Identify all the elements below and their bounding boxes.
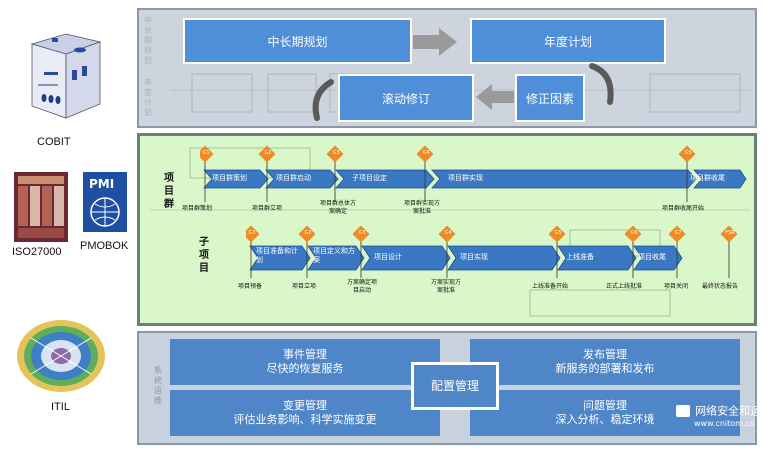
subproject-milestone-8: 最终状态报告 bbox=[702, 283, 739, 290]
subproject-milestone-3: 方案确定项目启动 bbox=[346, 279, 377, 294]
program-gate-label-3: G3 bbox=[332, 150, 340, 156]
release-desc: 新服务的部署和发布 bbox=[555, 362, 655, 375]
program-milestone-1: 项目群策划 bbox=[182, 205, 213, 212]
program-stage-label-5: 项目群收尾 bbox=[690, 174, 725, 182]
program-stage-label-4: 项目群实现 bbox=[448, 174, 483, 182]
subproject-stage-5 bbox=[557, 245, 637, 271]
watermark-logo-icon bbox=[676, 404, 690, 417]
program-stage-label-1: 项目群策划 bbox=[212, 174, 247, 182]
subproject-chevron-row bbox=[246, 226, 738, 278]
configuration-management-box: 配置管理 bbox=[411, 362, 499, 410]
subproject-gate-fsr bbox=[720, 226, 738, 243]
pmbok-label: PMOBOK bbox=[80, 240, 129, 252]
program-gate-label-1: G1 bbox=[202, 150, 210, 156]
program-chevron-row bbox=[200, 145, 747, 202]
right-arrow-icon bbox=[413, 28, 457, 56]
subproject-milestone-4: 方案实现方案批准 bbox=[430, 279, 461, 294]
program-gate-label-4: G4 bbox=[422, 150, 430, 156]
program-stage-5 bbox=[693, 169, 747, 189]
subproject-gate-label-3: G3 bbox=[358, 230, 366, 236]
watermark-url: www.cnitom.co bbox=[694, 419, 755, 428]
change-title: 变更管理 bbox=[283, 399, 327, 412]
correction-factors-box: 修正因素 bbox=[515, 74, 585, 122]
subproject-milestone-5: 上线准备开始 bbox=[532, 283, 569, 290]
itil-wheel-logo bbox=[15, 318, 107, 394]
subproject-gate-label-fsr: FSR bbox=[725, 230, 735, 236]
left-arrow-icon bbox=[476, 84, 514, 110]
program-gate-5 bbox=[678, 145, 696, 163]
curved-up-arrow-icon bbox=[312, 79, 334, 121]
change-management-box: 变更管理 评估业务影响、科学实施变更 bbox=[170, 390, 440, 436]
subproject-gate-5 bbox=[548, 226, 566, 243]
program-stage-1 bbox=[203, 169, 269, 189]
subproject-row-label: 子项目 bbox=[199, 237, 209, 274]
program-milestone-3: 项目群总体方案确定 bbox=[320, 200, 357, 215]
problem-management-box: 问题管理 深入分析、稳定环境 bbox=[470, 390, 740, 436]
svg-text:PMI: PMI bbox=[89, 177, 114, 191]
program-milestone-4: 项目群实现方案批准 bbox=[404, 200, 441, 215]
subproject-gate-label-5: G5 bbox=[554, 230, 562, 236]
change-desc: 评估业务影响、科学实施变更 bbox=[233, 413, 377, 426]
subproject-gate-7 bbox=[668, 226, 686, 243]
subproject-stage-2 bbox=[307, 245, 365, 271]
rolling-revision-box: 滚动修订 bbox=[338, 74, 474, 122]
subproject-gate-label-2: G2 bbox=[304, 230, 312, 236]
pmi-logo: PMI bbox=[83, 172, 127, 232]
planning-side-label-top: 中长期规划 bbox=[144, 16, 152, 65]
subproject-stage-label-1: 项目准备和计划 bbox=[256, 247, 298, 264]
iso27000-label: ISO27000 bbox=[12, 246, 62, 258]
program-milestone-2: 项目群立项 bbox=[252, 205, 283, 212]
subproject-milestone-6: 正式上线批准 bbox=[606, 283, 643, 290]
subproject-stage-label-3: 项目设计 bbox=[374, 253, 402, 261]
subproject-stage-label-2: 项目定义和方案 bbox=[313, 247, 355, 264]
subproject-gate-label-6: G6 bbox=[630, 230, 638, 236]
watermark-brand: 网络安全和运 bbox=[695, 404, 762, 418]
program-milestone-5: 项目群收尾开始 bbox=[662, 205, 705, 212]
program-stage-3 bbox=[335, 169, 435, 189]
program-background-traces bbox=[150, 147, 750, 317]
incident-title: 事件管理 bbox=[283, 348, 327, 361]
incident-management-box: 事件管理 尽快的恢复服务 bbox=[170, 339, 440, 385]
program-stage-4 bbox=[431, 169, 697, 189]
subproject-stage-label-4: 项目实现 bbox=[460, 253, 488, 261]
annual-plan-box: 年度计划 bbox=[470, 18, 666, 64]
cobit-cube-logo bbox=[22, 30, 104, 120]
subproject-stage-label-5: 上线准备 bbox=[566, 253, 594, 261]
long-term-plan-box: 中长期规划 bbox=[183, 18, 412, 64]
curved-return-arrow-icon bbox=[589, 63, 614, 105]
subproject-milestone-7: 项目关闭 bbox=[664, 283, 689, 290]
problem-desc: 深入分析、稳定环境 bbox=[555, 413, 655, 426]
subproject-milestone-2: 项目立项 bbox=[292, 283, 317, 290]
subproject-milestone-1: 项目预备 bbox=[238, 283, 263, 290]
subproject-stage-6 bbox=[633, 245, 683, 271]
subproject-stage-label-6: 项目收尾 bbox=[638, 253, 666, 261]
release-title: 发布管理 bbox=[583, 348, 627, 361]
operations-side-label: 系统运维 bbox=[154, 366, 162, 405]
program-gate-label-5: G5 bbox=[684, 150, 692, 156]
cobit-label: COBIT bbox=[37, 136, 71, 148]
program-gate-label-2: G2 bbox=[264, 150, 272, 156]
program-row-label: 项目群 bbox=[164, 173, 174, 210]
subproject-stage-3 bbox=[361, 245, 451, 271]
release-management-box: 发布管理 新服务的部署和发布 bbox=[470, 339, 740, 385]
subproject-stage-1 bbox=[249, 245, 311, 271]
program-stage-label-2: 项目群启动 bbox=[276, 174, 311, 182]
iso27000-logo bbox=[14, 172, 68, 242]
subproject-gate-label-1: G1 bbox=[248, 230, 256, 236]
planning-side-label-bottom: 年度计划 bbox=[144, 78, 152, 117]
problem-title: 问题管理 bbox=[583, 399, 627, 412]
program-stage-2 bbox=[265, 169, 339, 189]
itil-label: ITIL bbox=[51, 401, 70, 413]
subproject-gate-label-4: G4 bbox=[444, 230, 452, 236]
subproject-gate-label-7: G7 bbox=[674, 230, 682, 236]
watermark: 网络安全和运 www.cnitom.co bbox=[676, 400, 776, 428]
incident-desc: 尽快的恢复服务 bbox=[266, 362, 344, 375]
program-stage-label-3: 子项目设定 bbox=[352, 174, 387, 182]
subproject-gate-6 bbox=[624, 226, 642, 243]
subproject-stage-4 bbox=[447, 245, 561, 271]
